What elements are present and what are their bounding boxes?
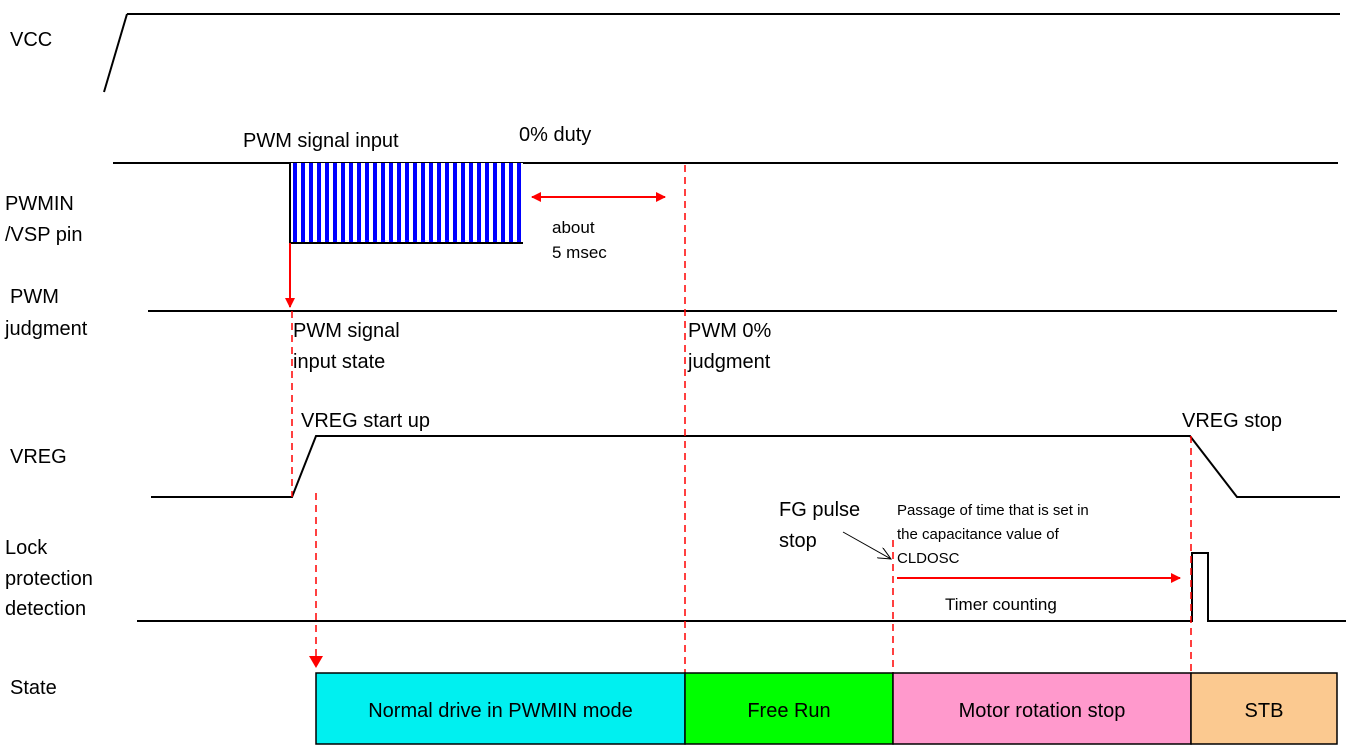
vreg-waveform [151, 435, 1340, 498]
vreg-start-label: VREG start up [301, 410, 430, 432]
signal-label-vreg: VREG [10, 446, 67, 468]
signal-label-lock-2: protection [5, 568, 93, 590]
pwm0-judgment-label-2: judgment [687, 351, 771, 373]
event-markers [291, 165, 1192, 673]
pwm-input-state-label-2: input state [293, 351, 385, 373]
state-bar: Normal drive in PWMIN mode Free Run Motor … [315, 672, 1338, 745]
signal-label-pwmin-1: PWMIN [5, 193, 74, 215]
state-label: Normal drive in PWMIN mode [368, 700, 633, 722]
five-msec-label: 5 msec [552, 243, 607, 262]
state-label: STB [1245, 700, 1284, 722]
vcc-waveform [103, 13, 1340, 93]
vreg-stop-label: VREG stop [1182, 410, 1282, 432]
pwm-input-state-label-1: PWM signal [293, 320, 400, 342]
state-box [684, 672, 894, 745]
pwm-signal-input-label: PWM signal input [243, 130, 399, 152]
signal-label-pwm-judgment-2: judgment [4, 318, 88, 340]
state-label: Free Run [747, 700, 830, 722]
signal-label-pwmin-2: /VSP pin [5, 224, 82, 246]
state-box [315, 672, 686, 745]
timer-counting-label: Timer counting [945, 595, 1057, 614]
pwm-pulse-train [289, 163, 523, 244]
zero-duty-label: 0% duty [519, 124, 591, 146]
state-box [1190, 672, 1338, 745]
fg-pulse-stop-label-1: FG pulse [779, 499, 860, 521]
fg-pointer-arrow [842, 531, 891, 559]
signal-label-vcc: VCC [10, 29, 52, 51]
passage-label-3: CLDOSC [897, 550, 960, 567]
state-label: Motor rotation stop [959, 700, 1126, 722]
passage-label-1: Passage of time that is set in [897, 502, 1089, 519]
about-label: about [552, 218, 595, 237]
passage-label-2: the capacitance value of [897, 526, 1060, 543]
fg-pulse-stop-label-2: stop [779, 530, 817, 552]
lock-detection-waveform [137, 552, 1346, 622]
pwm0-judgment-label-1: PWM 0% [688, 320, 772, 342]
signal-label-lock-3: detection [5, 598, 86, 620]
signal-label-lock-1: Lock [5, 537, 48, 559]
signal-label-state: State [10, 677, 57, 699]
normal-drive-arrowhead [309, 656, 323, 668]
state-box [892, 672, 1192, 745]
signal-label-pwm-judgment-1: PWM [10, 286, 59, 308]
